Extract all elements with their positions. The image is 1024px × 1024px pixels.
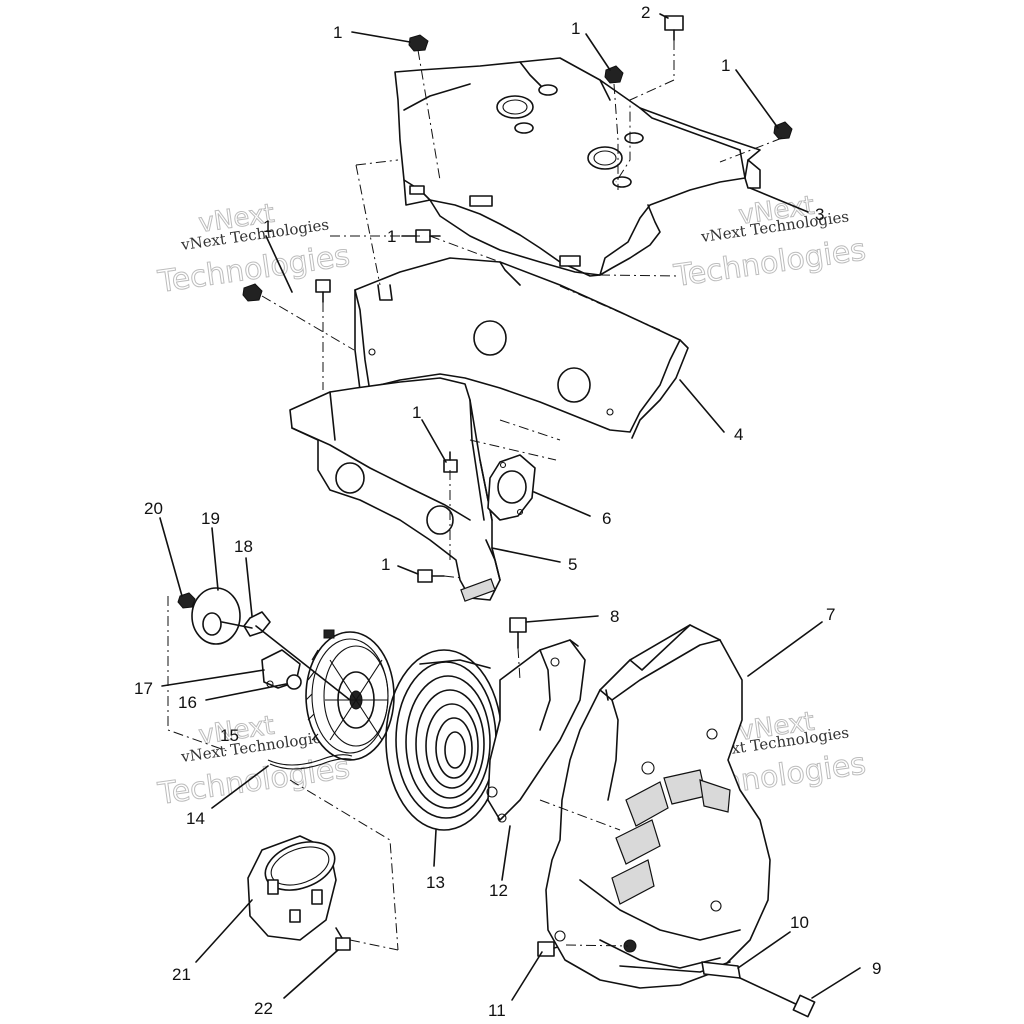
fastener-bolts-1 xyxy=(177,15,816,1018)
part-21-starter-cup xyxy=(247,835,337,941)
bolt-8 xyxy=(509,617,527,649)
part-5-lower-deflector xyxy=(289,377,501,602)
callout-15: 15 xyxy=(220,726,239,745)
callout-17: 17 xyxy=(134,679,153,698)
callout-13: 13 xyxy=(426,873,445,892)
nut-1b xyxy=(604,65,624,84)
part-18-clip xyxy=(243,611,271,637)
callout-8: 8 xyxy=(610,607,619,626)
callout-20: 20 xyxy=(144,499,163,518)
part-6-gasket xyxy=(487,454,536,521)
callout-16: 16 xyxy=(178,693,197,712)
part-4-middle-shroud xyxy=(354,257,689,439)
nut-20 xyxy=(177,592,196,609)
part-15-pulley xyxy=(255,625,395,761)
callout-2: 2 xyxy=(641,3,650,22)
callout-19: 19 xyxy=(201,509,220,528)
bolt-2 xyxy=(664,15,684,41)
part-3-top-shroud xyxy=(394,57,761,277)
callout-6: 6 xyxy=(602,509,611,528)
callout-3: 3 xyxy=(815,205,824,224)
callout-22: 22 xyxy=(254,999,273,1018)
callout-10: 10 xyxy=(790,913,809,932)
callout-1g: 1 xyxy=(381,555,390,574)
pulley-teeth xyxy=(305,649,319,741)
callout-1f: 1 xyxy=(412,403,421,422)
callout-9: 9 xyxy=(872,959,881,978)
callout-14: 14 xyxy=(186,809,205,828)
bolt-1g xyxy=(417,569,445,583)
part-16-17-pawl xyxy=(261,649,302,690)
watermark-right-top-line3: Technologies xyxy=(671,232,868,294)
callout-4: 4 xyxy=(734,425,743,444)
callout-labels: 1 2 1 1 3 1 1 4 1 6 5 1 20 19 18 8 7 17 … xyxy=(134,3,881,1020)
leader-lines xyxy=(159,13,861,1001)
alignment-lines xyxy=(167,40,783,951)
callout-1a: 1 xyxy=(333,23,342,42)
part-12-bracket xyxy=(486,639,586,823)
part-19-hub xyxy=(191,587,253,645)
nut-1a xyxy=(408,34,429,52)
nut-1d xyxy=(242,283,263,302)
bolt-9 xyxy=(739,977,816,1018)
callout-12: 12 xyxy=(489,881,508,900)
callout-7: 7 xyxy=(826,605,835,624)
watermark-right-top: vNext vNext Technologies Technologies xyxy=(671,190,869,294)
part-10-spacer xyxy=(701,961,741,979)
part-14-rope xyxy=(267,754,355,770)
fan-louvers xyxy=(611,769,731,905)
callout-11: 11 xyxy=(488,1001,506,1020)
part-7-fan-housing xyxy=(545,624,771,989)
part-13-recoil-spring xyxy=(385,649,503,831)
callout-5: 5 xyxy=(568,555,577,574)
bolt-22 xyxy=(335,927,351,951)
callout-18: 18 xyxy=(234,537,253,556)
callout-1e: 1 xyxy=(263,217,272,236)
nut-1c xyxy=(773,121,793,140)
bolt-1-mid xyxy=(315,279,331,303)
callout-1d: 1 xyxy=(387,227,396,246)
callout-1b: 1 xyxy=(571,19,580,38)
callout-21: 21 xyxy=(172,965,191,984)
callout-1c: 1 xyxy=(721,56,730,75)
